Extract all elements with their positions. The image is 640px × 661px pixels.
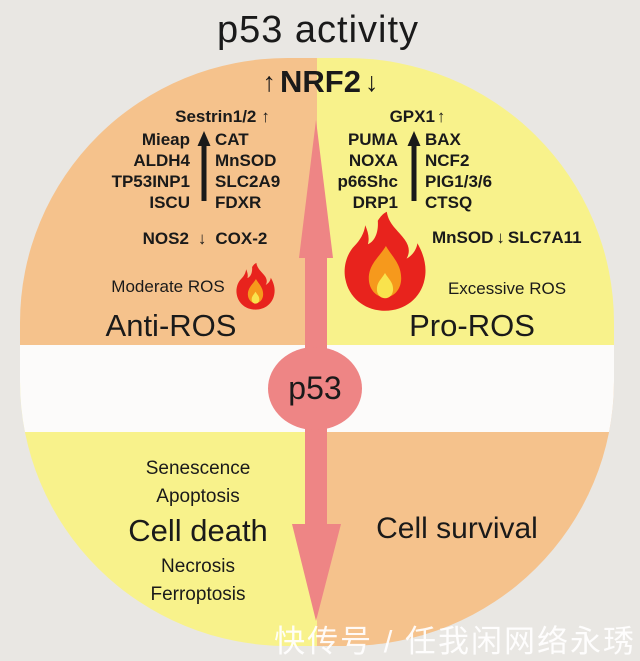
gene-label: ISCU bbox=[149, 193, 190, 212]
p53-label: p53 bbox=[288, 370, 342, 406]
up-arrow-icon: ↑ bbox=[261, 107, 270, 126]
gene-label: SLC7A11 bbox=[507, 228, 582, 247]
down-arrow-icon: ↓ bbox=[197, 229, 207, 248]
gene-label: PUMA bbox=[347, 130, 398, 149]
nrf2-label: NRF2 bbox=[280, 64, 361, 99]
down-arrow-icon: ↓ bbox=[496, 228, 505, 247]
cell-death-item: Apoptosis bbox=[156, 486, 240, 507]
p53-node: p53 bbox=[268, 347, 362, 430]
gene-label: NOS2 bbox=[142, 229, 189, 248]
sestrin-header: Sestrin1/2 ↑ bbox=[115, 106, 330, 127]
cell-death-item: Necrosis bbox=[161, 556, 235, 577]
gene-label: PIG1/3/6 bbox=[425, 172, 493, 191]
up-arrow-icon: ↑ bbox=[262, 66, 277, 97]
nos2-cox2-row: NOS2 ↓ COX-2 bbox=[105, 228, 305, 249]
anti-ros-title: Anti-ROS bbox=[105, 308, 237, 343]
gene-label: DRP1 bbox=[352, 193, 398, 212]
watermark-text: 快传号 / 任我闲网络永琇 bbox=[274, 624, 636, 659]
down-arrow-icon: ↓ bbox=[364, 66, 379, 97]
cell-death-item: Ferroptosis bbox=[150, 584, 246, 605]
cell-death-block: Senescence Apoptosis Cell death Necrosis… bbox=[103, 455, 293, 609]
cell-survival-title: Cell survival bbox=[376, 512, 538, 545]
gene-label: MnSOD bbox=[215, 151, 277, 170]
gene-label: NOXA bbox=[348, 151, 398, 170]
gene-label: ALDH4 bbox=[133, 151, 190, 170]
excessive-ros-label: Excessive ROS bbox=[447, 279, 567, 298]
pro-ros-right-column: BAX NCF2 PIG1/3/6 CTSQ bbox=[425, 129, 545, 213]
pro-ros-left-column: PUMA NOXA p66Shc DRP1 bbox=[308, 129, 398, 213]
gene-label: NCF2 bbox=[425, 151, 470, 170]
gene-label: Sestrin1/2 bbox=[175, 107, 257, 126]
page-title: p53 activity bbox=[216, 9, 420, 51]
mnsod-slc7a11-row: MnSOD ↓ SLC7A11 bbox=[432, 227, 582, 248]
gene-label: Mieap bbox=[141, 130, 190, 149]
gpx1-header: GPX1 ↑ bbox=[330, 106, 505, 127]
gene-label: BAX bbox=[425, 130, 461, 149]
gene-label: TP53INP1 bbox=[111, 172, 190, 191]
anti-ros-left-column: Mieap ALDH4 TP53INP1 ISCU bbox=[60, 129, 190, 213]
small-flame-icon bbox=[236, 262, 275, 310]
gene-label: p66Shc bbox=[337, 172, 398, 191]
gene-label: FDXR bbox=[215, 193, 262, 212]
gene-label: GPX1 bbox=[389, 107, 435, 126]
gene-label: CTSQ bbox=[425, 193, 473, 212]
gene-label: SLC2A9 bbox=[215, 172, 281, 191]
big-flame-icon bbox=[344, 211, 426, 311]
gene-label: MnSOD bbox=[432, 228, 494, 247]
nrf2-row: ↑ NRF2 ↓ bbox=[218, 64, 423, 100]
up-arrow-icon bbox=[197, 131, 211, 201]
gene-label: CAT bbox=[215, 130, 249, 149]
moderate-ros-label: Moderate ROS bbox=[111, 277, 225, 296]
cell-death-item: Senescence bbox=[145, 458, 251, 479]
up-arrow-icon: ↑ bbox=[436, 107, 446, 126]
pro-ros-title: Pro-ROS bbox=[409, 308, 535, 343]
anti-ros-right-column: CAT MnSOD SLC2A9 FDXR bbox=[215, 129, 335, 213]
cell-death-title: Cell death bbox=[128, 513, 268, 548]
gene-label: COX-2 bbox=[215, 229, 268, 248]
up-arrow-icon bbox=[407, 131, 421, 201]
